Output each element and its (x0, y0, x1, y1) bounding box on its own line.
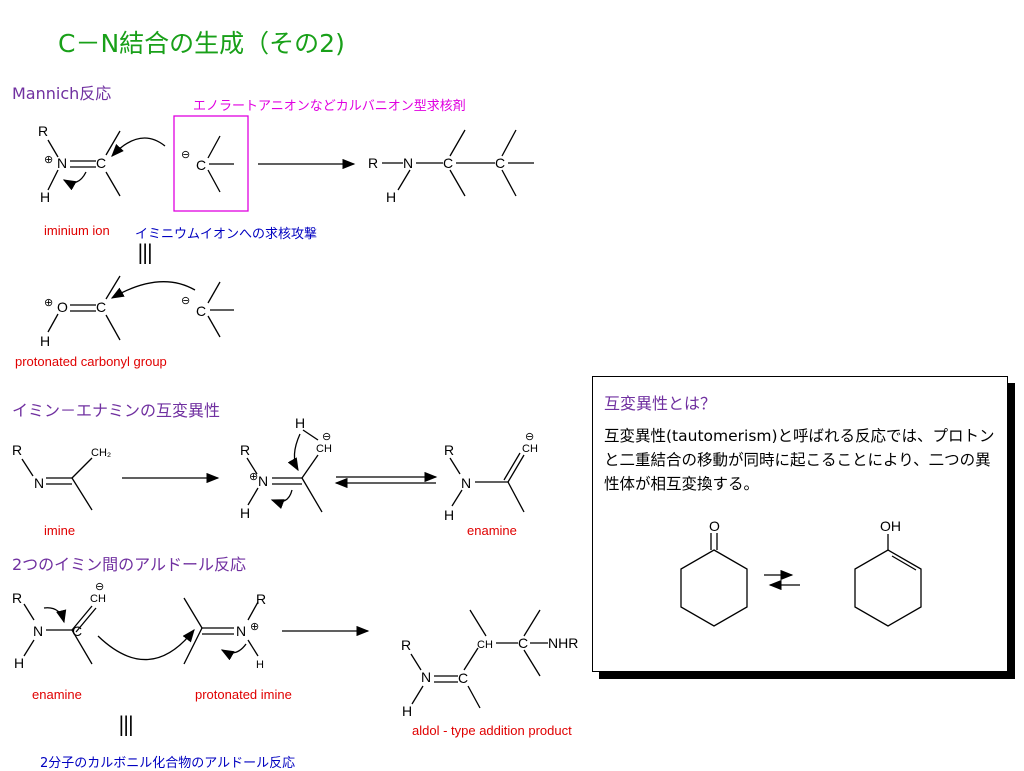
atom-C: C (458, 670, 468, 686)
atom-N: N (34, 475, 44, 491)
atom-C: C (96, 299, 106, 315)
plus-charge: ⊕ (250, 621, 259, 633)
atom-NHR: NHR (548, 635, 578, 651)
atom-R: R (38, 123, 48, 139)
equivalence-symbol-2: ||| (118, 712, 134, 736)
iminium-tautomer-structure (246, 429, 438, 513)
atom-R: R (256, 591, 266, 607)
mannich-product-structure (382, 129, 534, 197)
aldol-enamine-label: enamine (32, 687, 82, 702)
equivalence-symbol-1: ||| (137, 240, 153, 264)
atom-R: R (12, 590, 22, 606)
enol-hydroxyl: OH (880, 518, 901, 534)
atom-N: N (236, 623, 246, 639)
keto-oxygen: O (709, 518, 720, 534)
carbanion-highlight-box (173, 115, 249, 212)
mannich-heading: Mannich反応 (12, 84, 112, 103)
atom-CH: CH (477, 639, 493, 651)
atom-CH: CH (90, 593, 106, 605)
enamine-structure (449, 452, 525, 513)
minus-charge: ⊖ (525, 431, 534, 443)
tautomer-equilibrium-arrows (764, 569, 800, 591)
atom-R: R (240, 442, 250, 458)
atom-N: N (57, 155, 67, 171)
atom-C: C (96, 155, 106, 171)
atom-N: N (461, 475, 471, 491)
atom-H: H (40, 189, 50, 205)
atom-H: H (295, 415, 305, 431)
atom-H: H (256, 659, 264, 671)
atom-O: O (57, 299, 68, 315)
imine-label: imine (44, 523, 76, 538)
aldol-footer-label: 2分子のカルボニル化合物のアルドール反応 (40, 756, 296, 771)
page-title: C－N結合の生成（その2) (58, 29, 345, 58)
atom-C: C (196, 303, 206, 319)
aldol-product-label: aldol - type addition product (412, 723, 572, 738)
protonated-carbonyl-label: protonated carbonyl group (15, 354, 167, 369)
atom-H: H (40, 333, 50, 349)
tautomer-heading: イミン－エナミンの互変異性 (12, 401, 221, 420)
protonated-imine-label: protonated imine (195, 687, 292, 702)
atom-CH: CH (522, 443, 538, 455)
atom-R: R (444, 442, 454, 458)
atom-H: H (386, 189, 396, 205)
atom-R: R (368, 155, 378, 171)
atom-C: C (443, 155, 453, 171)
imine-structure (21, 457, 220, 511)
nucleophilic-attack-label: イミニウムイオンへの求核攻撃 (135, 227, 318, 242)
tautomerism-info-box (592, 376, 1008, 672)
protonated-carbonyl-structure (47, 275, 234, 341)
iminium-ion-structure (47, 130, 166, 197)
atom-CH2: CH₂ (91, 447, 111, 459)
plus-charge: ⊕ (44, 154, 53, 166)
aldol-heading: 2つのイミン間のアルドール反応 (12, 555, 247, 574)
atom-N: N (258, 473, 268, 489)
minus-charge: ⊖ (95, 581, 104, 593)
atom-C: C (72, 623, 82, 639)
protonated-imine-structure (183, 597, 370, 665)
atom-H: H (402, 703, 412, 719)
enamine-label: enamine (467, 523, 517, 538)
minus-charge: ⊖ (181, 149, 190, 161)
info-box-title: 互変異性とは？ (604, 394, 717, 413)
atom-C: C (495, 155, 505, 171)
atom-C: C (518, 635, 528, 651)
carbanion-label: エノラートアニオンなどカルバニオン型求核剤 (193, 99, 466, 114)
enol-cyclohexenol (854, 534, 922, 627)
atom-H: H (240, 505, 250, 521)
aldol-enamine-structure (23, 603, 195, 665)
atom-N: N (421, 669, 431, 685)
aldol-product-structure (410, 609, 548, 709)
keto-cyclohexanone (680, 533, 748, 627)
minus-charge: ⊖ (322, 431, 331, 443)
atom-C: C (196, 157, 206, 173)
info-box-body: 互変異性(tautomerism)と呼ばれる反応では、プロトンと二重結合の移動が… (604, 427, 995, 493)
plus-charge: ⊕ (44, 297, 53, 309)
atom-H: H (14, 655, 24, 671)
atom-N: N (33, 623, 43, 639)
atom-R: R (401, 637, 411, 653)
atom-N: N (403, 155, 413, 171)
minus-charge: ⊖ (181, 295, 190, 307)
carbanion-structure (207, 135, 356, 193)
iminium-ion-label: iminium ion (44, 223, 110, 238)
atom-R: R (12, 442, 22, 458)
atom-CH: CH (316, 443, 332, 455)
atom-H: H (444, 507, 454, 523)
plus-charge: ⊕ (249, 471, 258, 483)
